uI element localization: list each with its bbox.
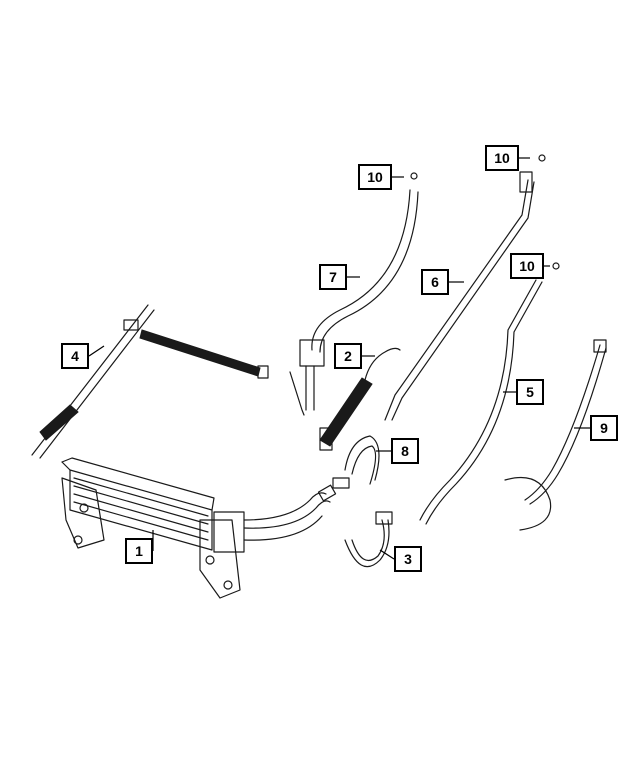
callout-10-a: 10 [358,164,392,190]
callout-6: 6 [421,269,449,295]
callout-8: 8 [391,438,419,464]
hose-part-2 [319,347,401,451]
oil-cooler-part-1 [61,457,337,599]
hose-part-9 [504,339,607,531]
hose-part-3 [344,511,393,568]
o-ring-10b [538,154,546,162]
callout-1: 1 [125,538,153,564]
hose-part-6 [384,171,535,421]
callout-5: 5 [516,379,544,405]
o-ring-10c [552,262,560,270]
hose-part-7 [289,189,419,416]
callout-10-b: 10 [485,145,519,171]
leader-lines [88,157,590,560]
cooler-tube-part-4 [31,304,269,459]
callout-4: 4 [61,343,89,369]
callout-9: 9 [590,415,618,441]
callout-10-c: 10 [510,253,544,279]
hose-part-8 [332,435,380,489]
callout-7: 7 [319,264,347,290]
o-ring-10a [410,172,418,180]
callout-2: 2 [334,343,362,369]
callout-3: 3 [394,546,422,572]
hose-part-5 [419,279,543,525]
